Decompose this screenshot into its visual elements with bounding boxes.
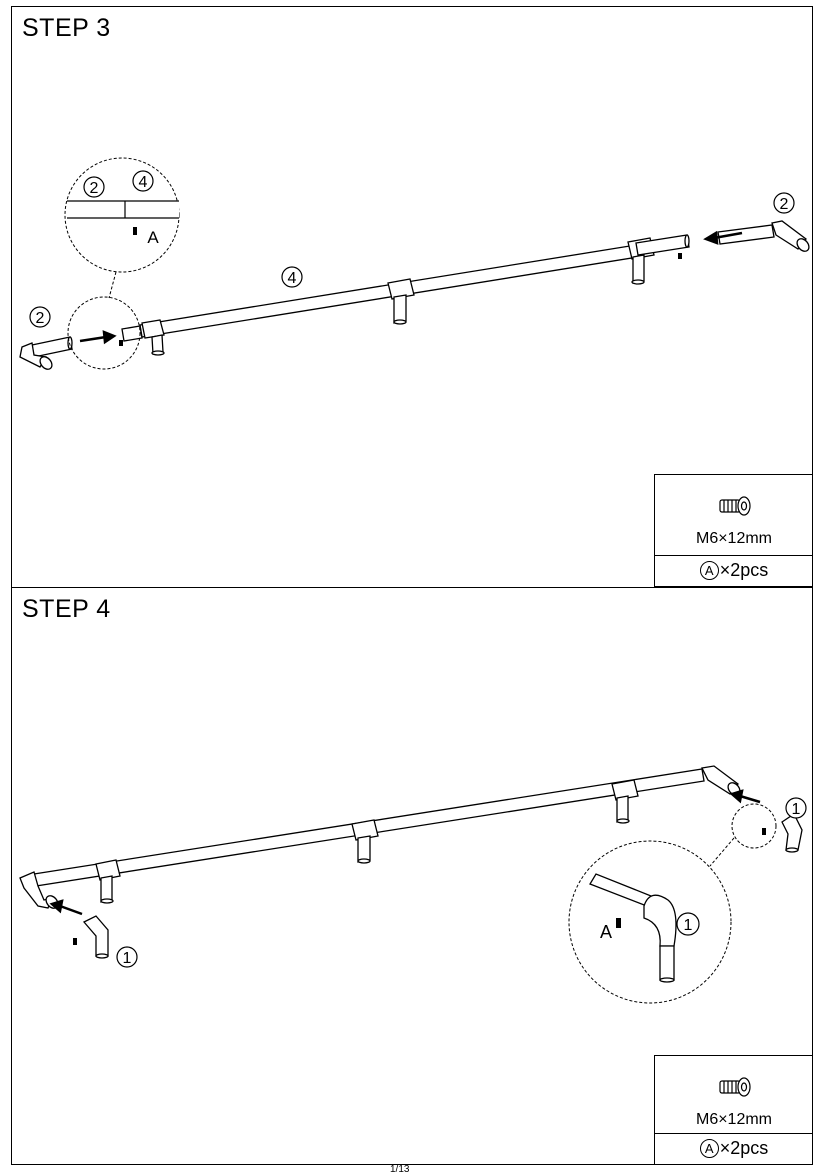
right-elbow-label-1: 1 — [792, 801, 801, 818]
hardware-size: M6×12mm — [695, 1111, 773, 1128]
right-end-label-2: 2 — [780, 196, 789, 213]
screw-icon — [719, 496, 751, 516]
hardware-quantity: A×2pcs — [655, 1133, 812, 1164]
hardware-quantity: A×2pcs — [655, 555, 812, 586]
hardware-size: M6×12mm — [695, 530, 773, 547]
zoom-label-4: 4 — [139, 174, 148, 191]
zoom-screw-label: A — [600, 922, 612, 942]
quantity-text: ×2pcs — [719, 560, 769, 580]
step-3-panel: STEP 3 — [11, 6, 813, 588]
quantity-text: ×2pcs — [719, 1138, 769, 1158]
step-3-diagram: 2 4 A 4 2 2 — [19, 157, 810, 370]
step-3-title: STEP 3 — [22, 14, 111, 42]
step-4-title: STEP 4 — [22, 595, 111, 623]
zoom-label-1: 1 — [684, 917, 693, 934]
rail-label-4: 4 — [288, 270, 297, 287]
step-3-hardware-box: M6×12mm A×2pcs — [654, 474, 812, 587]
step-4-diagram: A 1 1 1 — [19, 765, 807, 1004]
step-4-panel: STEP 4 — [11, 587, 813, 1165]
part-label: A — [699, 1139, 719, 1158]
left-elbow-label-1: 1 — [123, 950, 132, 967]
screw-icon — [719, 1077, 751, 1097]
zoom-label-2: 2 — [90, 180, 99, 197]
zoom-screw-label: A — [147, 228, 159, 247]
step-4-hardware-box: M6×12mm A×2pcs — [654, 1055, 812, 1164]
left-end-label-2: 2 — [36, 310, 45, 327]
page-number: 1/13 — [390, 1164, 410, 1175]
part-label: A — [699, 561, 719, 580]
